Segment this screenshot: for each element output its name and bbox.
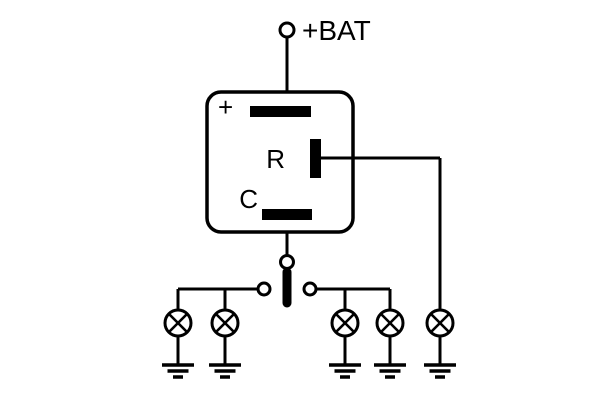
ground-symbol <box>329 363 361 379</box>
lamp-symbol <box>210 289 240 365</box>
ground-symbol <box>209 363 241 379</box>
switch-contact-right <box>302 281 318 297</box>
relay-body <box>205 90 355 234</box>
battery-label: +BAT <box>302 15 371 46</box>
lamp-symbol <box>375 289 405 365</box>
r-terminal-bar <box>310 139 321 178</box>
grounds-layer <box>162 363 456 379</box>
lamps-layer <box>163 158 455 365</box>
ground-symbol <box>162 363 194 379</box>
c-terminal-bar <box>262 209 312 220</box>
lamp-symbol <box>163 289 193 365</box>
plus-terminal-label: + <box>218 92 233 122</box>
ground-symbol <box>424 363 456 379</box>
r-terminal-label: R <box>266 144 285 174</box>
switch-contact-left <box>256 281 272 297</box>
switch-pivot-terminal <box>279 254 295 270</box>
battery-terminal-icon <box>278 21 296 39</box>
lamp-symbol <box>330 289 360 365</box>
plus-terminal-bar <box>250 106 311 117</box>
lamp-symbol <box>425 158 455 365</box>
ground-symbol <box>374 363 406 379</box>
c-terminal-label: C <box>239 184 258 214</box>
